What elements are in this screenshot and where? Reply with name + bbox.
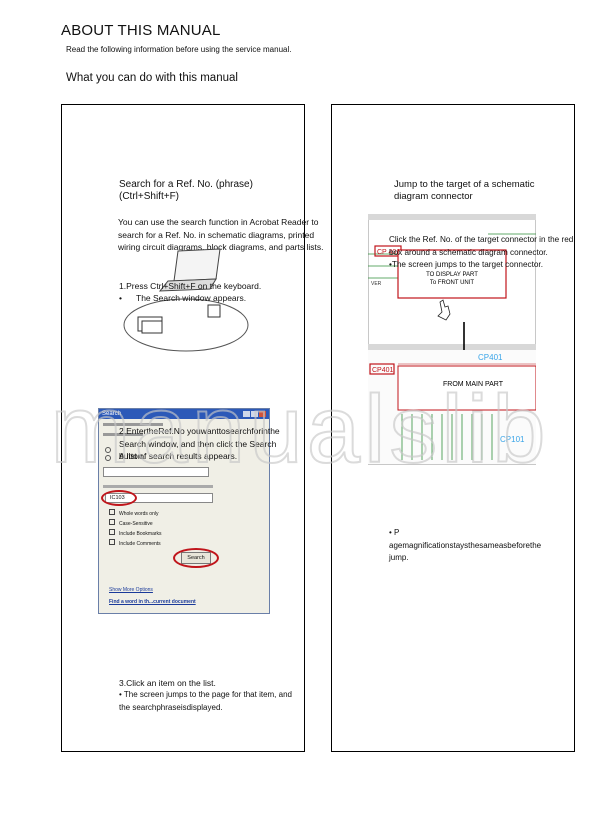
keyboard-illustration [123, 248, 249, 352]
search-button-highlight [173, 548, 219, 568]
schematic-screenshot: CP 401 VER TO DISPLAY PART To FRONT UNIT… [368, 214, 536, 465]
step3-text: 3.Click an item on the list. [119, 678, 216, 688]
ver-label: VER [371, 281, 382, 287]
step1-bullet-dot: • [119, 293, 122, 303]
search-intro: You can use the search function in Acrob… [118, 217, 324, 252]
window-maximize-icon[interactable] [251, 411, 258, 417]
step2-bullet: A list of search results appears. [119, 451, 238, 461]
option-bookmarks[interactable]: Include Bookmarks [109, 529, 162, 539]
cp-bottom-label: CP401 [372, 367, 394, 374]
cp-blue-bottom-label: CP101 [500, 435, 525, 444]
pointing-hand-icon [437, 299, 451, 321]
find-word-link[interactable]: Find a word in th...current document [109, 599, 196, 605]
from-main-part-label: FROM MAIN PART [443, 381, 504, 388]
display-part-line1: TO DISPLAY PART [426, 272, 478, 278]
cp-bottom-highlight[interactable] [369, 363, 395, 375]
step1-bullet: The Search window appears. [136, 293, 247, 303]
key-icons [137, 304, 221, 334]
search-heading: Search for a Ref. No. (phrase) (Ctrl+Shi… [119, 179, 253, 202]
page-subtitle: Read the following information before us… [66, 45, 292, 54]
display-part-line2: To FRONT UNIT [430, 280, 475, 286]
step1-text: 1.Press Ctrl+Shift+F on the keyboard. [119, 281, 262, 291]
section-heading: What you can do with this manual [66, 72, 238, 84]
jump-instruction: Click the Ref. No. of the target connect… [389, 235, 574, 257]
show-more-options-link[interactable]: Show More Options [109, 587, 153, 593]
search-window-title: Search [102, 411, 122, 417]
main-part-box [397, 365, 536, 411]
laptop-icon [158, 248, 221, 292]
search-field-highlight [101, 490, 137, 506]
step3-bullet: • The screen jumps to the page for that … [119, 690, 292, 712]
jump-heading: Jump to the target of a schematic diagra… [394, 179, 535, 202]
jump-instruction-bullet: •The screen jumps to the target connecto… [389, 260, 543, 269]
search-window-titlebar: Search [99, 409, 269, 419]
cp-top-label: CP 401 [377, 249, 400, 256]
window-close-icon[interactable] [259, 411, 266, 417]
cp-blue-top-label: CP401 [478, 353, 503, 362]
option-whole-words[interactable]: Whole words only [109, 509, 162, 519]
window-minimize-icon[interactable] [243, 411, 250, 417]
display-part-box [397, 249, 507, 299]
search-window: Search IC103 Whole words only Case-Sensi… [98, 408, 270, 614]
magnification-note: • P agemagnificationstaysthesameasbefore… [389, 528, 542, 562]
search-options: Whole words only Case-Sensitive Include … [109, 509, 162, 549]
option-case-sensitive[interactable]: Case-Sensitive [109, 519, 162, 529]
option-comments[interactable]: Include Comments [109, 539, 162, 549]
page-title: ABOUT THIS MANUAL [61, 22, 221, 39]
step2-text: 2.EntertheRef.No youwanttosearchforinthe… [119, 426, 280, 461]
